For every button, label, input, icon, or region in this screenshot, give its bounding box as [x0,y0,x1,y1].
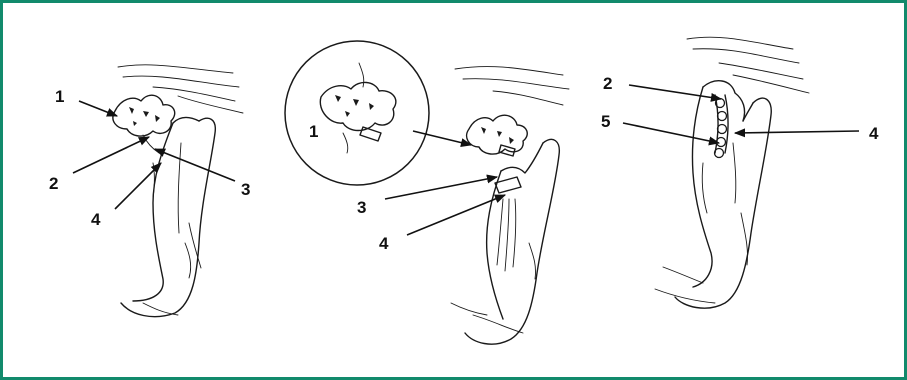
left-label-1: 1 [55,87,64,106]
right-label-5: 5 [601,112,610,131]
right-label-4: 4 [869,124,879,143]
left-label-2: 2 [49,174,58,193]
left-label-4: 4 [91,210,101,229]
right-label-2: 2 [603,74,612,93]
middle-label-3: 3 [357,198,366,217]
jaw-reconstruction-diagram: 1 2 3 4 1 3 [3,3,904,377]
left-panel: 1 2 3 4 [49,65,250,317]
middle-label-4: 4 [379,234,389,253]
right-panel: 2 5 4 [601,37,879,308]
left-label-3: 3 [241,180,250,199]
inset-label-1: 1 [309,122,318,141]
inset-circle [285,41,429,185]
middle-panel: 1 3 4 [285,41,569,344]
